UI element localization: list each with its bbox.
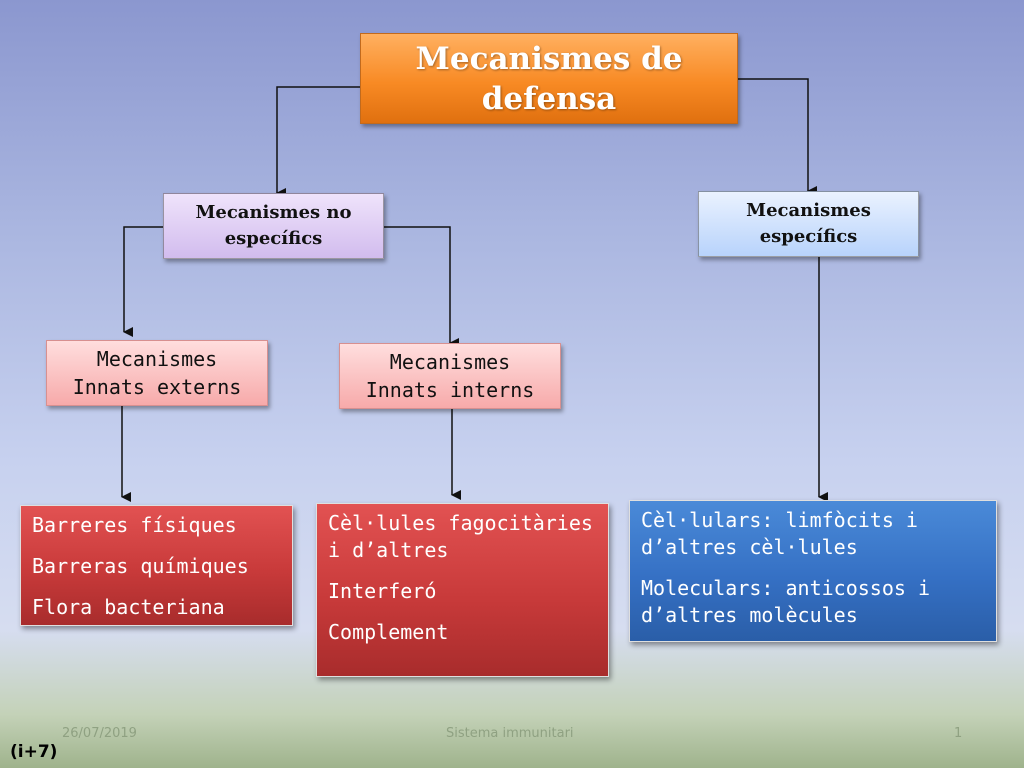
innate-external-line-2: Innats externs (72, 375, 242, 399)
specific-line-1: Mecanismes (746, 200, 871, 221)
arrow-root-to-specific (738, 78, 817, 196)
list-item: Barreras químiques (32, 554, 249, 578)
root-line-2: defensa (481, 80, 617, 117)
node-non-specific-mechanisms: Mecanismes no específics (163, 193, 384, 259)
list-item: Flora bacteriana (32, 595, 225, 619)
arrow-nonspecific-to-external (123, 226, 163, 337)
innate-external-line-1: Mecanismes (96, 347, 218, 371)
list-item: Cèl·lulars: limfòcits i d’altres cèl·lul… (641, 508, 918, 559)
innate-internal-line-1: Mecanismes (389, 350, 511, 374)
specific-line-2: específics (759, 226, 858, 247)
list-external-barriers: Barreres físiques Barreras químiques Flo… (20, 505, 293, 626)
arrow-nonspecific-to-internal (384, 226, 459, 348)
list-item: Moleculars: anticossos i d’altres molècu… (641, 576, 930, 627)
list-specific-mechanisms: Cèl·lulars: limfòcits i d’altres cèl·lul… (629, 500, 997, 642)
root-line-1: Mecanismes de (415, 40, 683, 77)
list-item: Complement (328, 620, 449, 644)
non-specific-line-2: específics (224, 228, 323, 249)
innate-internal-line-2: Innats interns (365, 378, 535, 402)
footer-title: Sistema immunitari (446, 726, 574, 741)
footer-date: 26/07/2019 (62, 726, 137, 741)
list-item: Cèl·lules fagocitàries i d’altres (328, 511, 593, 562)
node-innate-external: Mecanismes Innats externs (46, 340, 268, 406)
footer-page-number: 1 (954, 726, 963, 741)
arrow-root-to-nonspecific (276, 86, 360, 198)
root-node-defense-mechanisms: Mecanismes de defensa (360, 33, 738, 124)
node-innate-internal: Mecanismes Innats interns (339, 343, 561, 409)
node-specific-mechanisms: Mecanismes específics (698, 191, 919, 257)
list-item: Interferó (328, 579, 437, 603)
non-specific-line-1: Mecanismes no (195, 202, 352, 223)
corner-tag: (i+7) (10, 742, 58, 762)
list-item: Barreres físiques (32, 513, 237, 537)
list-internal-mechanisms: Cèl·lules fagocitàries i d’altres Interf… (316, 503, 609, 677)
